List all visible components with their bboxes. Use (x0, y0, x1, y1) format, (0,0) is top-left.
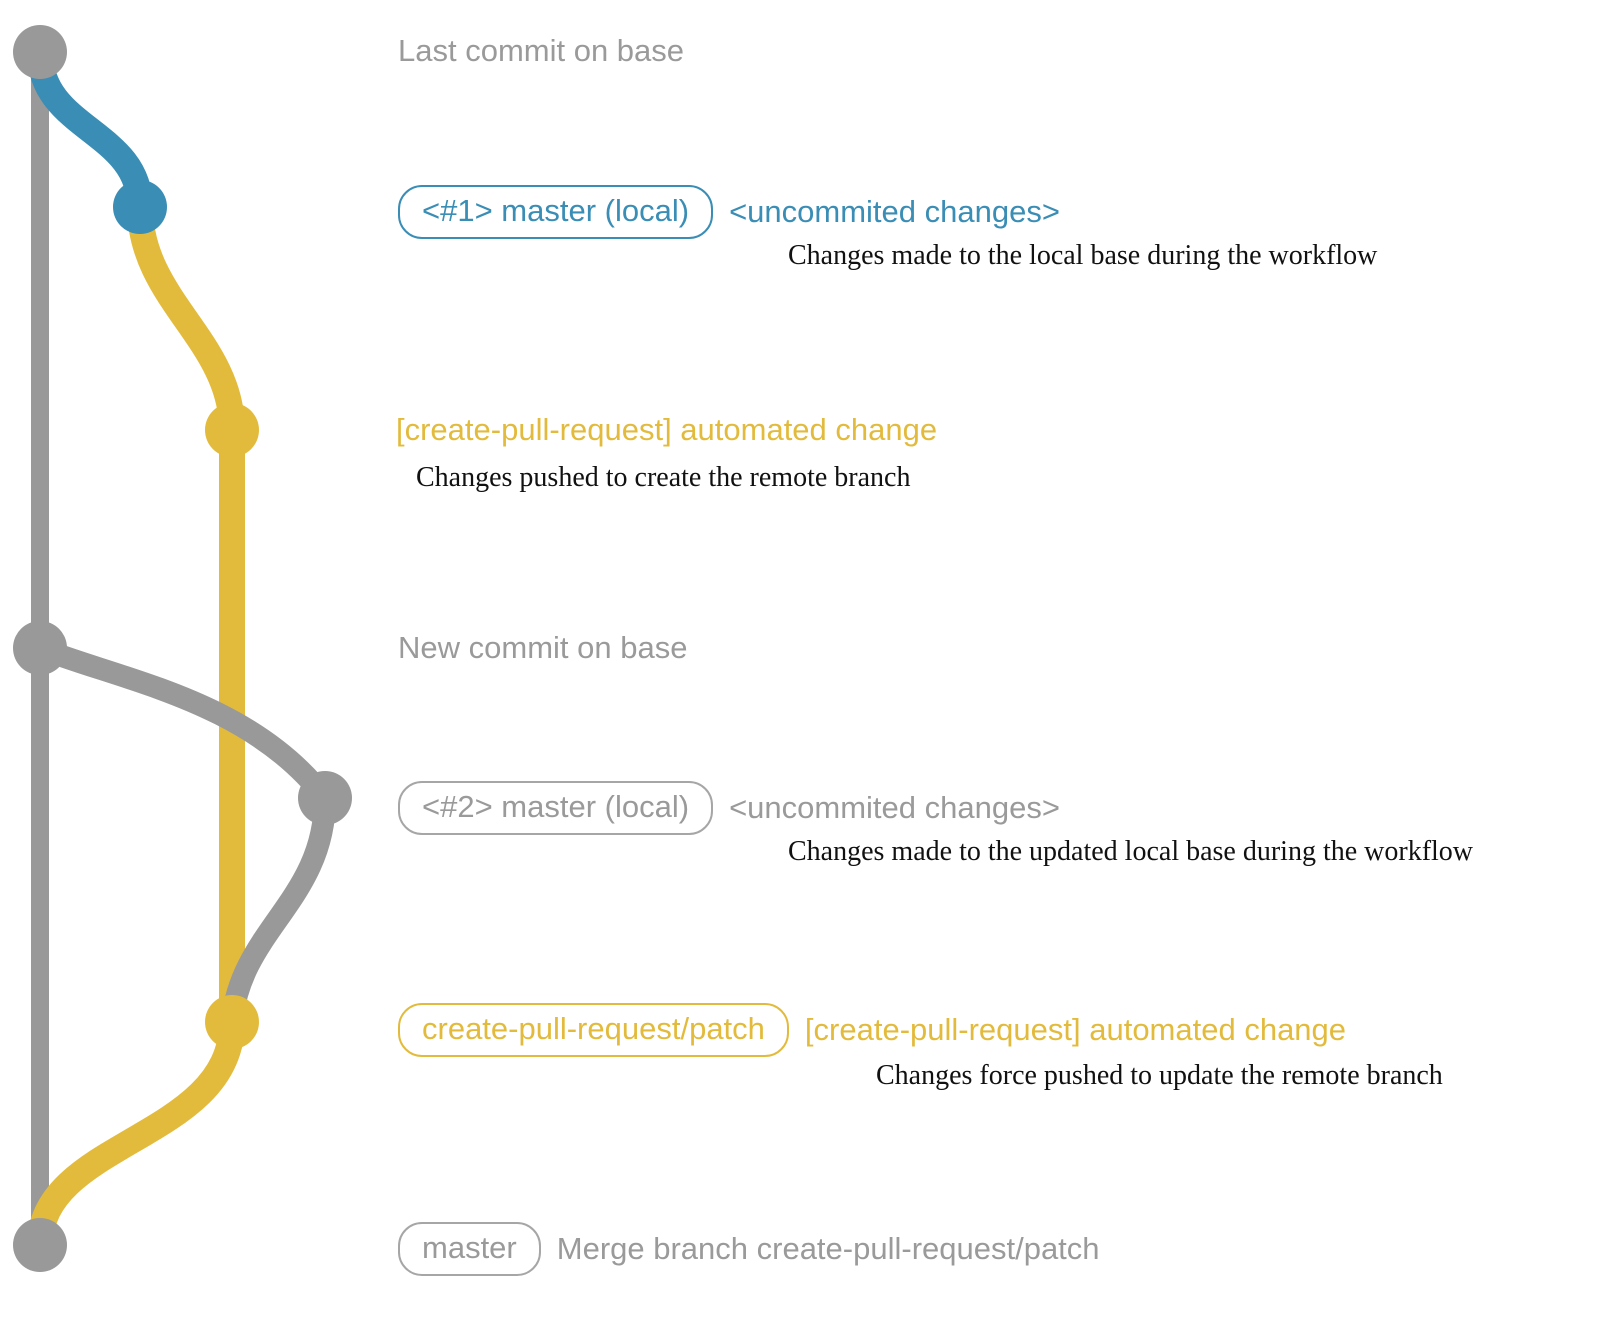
commit-subject-5: Merge branch create-pull-request/patch (556, 1231, 1100, 1266)
node-local-uncommitted-1 (113, 180, 167, 234)
branch-badge-create-pull-request-patch[interactable]: create-pull-request/patch (398, 1003, 789, 1058)
local-merge-line-2 (221, 787, 336, 1033)
commit-subject-3: <uncommited changes> (729, 790, 1060, 825)
local-branch-line-1 (27, 39, 153, 220)
commit-subject-1: <uncommited changes> (729, 194, 1060, 229)
commit-row-3: <#2> master (local) <uncommited changes> (398, 781, 1060, 836)
commit-description-1: Changes made to the local base during th… (788, 240, 1378, 271)
commit-subject-2: [create-pull-request] automated change (396, 412, 938, 447)
commit-graph (13, 25, 352, 1272)
branch-badge-master-local-2[interactable]: <#2> master (local) (398, 781, 714, 836)
patch-branch-line-1 (127, 194, 245, 1035)
commit-row-4: create-pull-request/patch [create-pull-r… (398, 1003, 1347, 1058)
annotation-last-commit-on-base: Last commit on base (398, 33, 685, 68)
node-automated-change-2 (205, 995, 259, 1049)
node-new-commit-on-base (13, 621, 67, 675)
local-branch-line-2 (29, 637, 336, 809)
node-automated-change-1 (205, 403, 259, 457)
commit-row-1: <#1> master (local) <uncommited changes> (398, 185, 1060, 240)
annotation-new-commit-on-base: New commit on base (398, 630, 688, 665)
commit-description-3: Changes made to the updated local base d… (788, 836, 1474, 867)
branch-badge-master[interactable]: master (398, 1222, 541, 1277)
commit-subject-4: [create-pull-request] automated change (804, 1012, 1347, 1047)
branch-badge-master-local-1[interactable]: <#1> master (local) (398, 185, 714, 240)
node-local-uncommitted-2 (298, 771, 352, 825)
patch-merge-line (27, 1009, 245, 1258)
commit-description-4: Changes force pushed to update the remot… (876, 1060, 1443, 1091)
commit-row-5: master Merge branch create-pull-request/… (398, 1222, 1100, 1277)
node-merge-commit (13, 1218, 67, 1272)
node-last-commit-on-base (13, 25, 67, 79)
commit-description-2: Changes pushed to create the remote bran… (416, 462, 911, 493)
